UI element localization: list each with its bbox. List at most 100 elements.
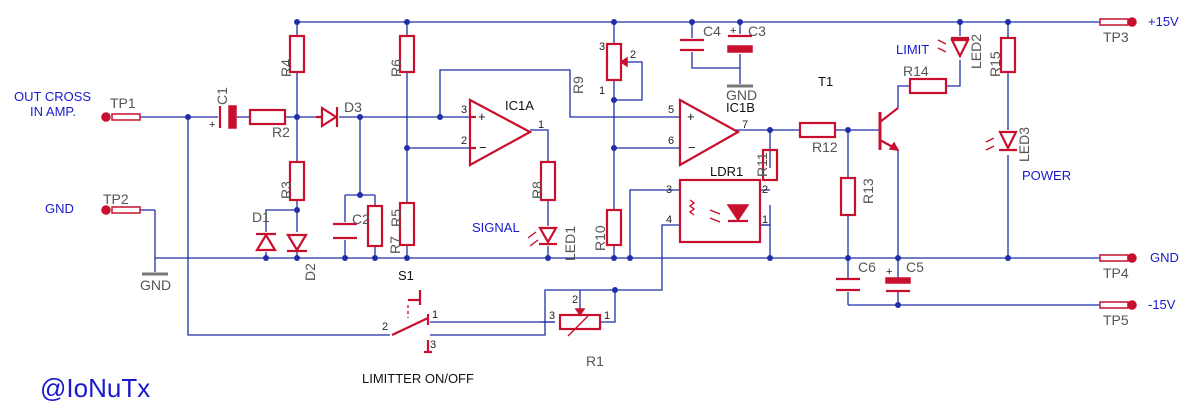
resistor-r14: R14 [903, 63, 948, 95]
svg-text:R8: R8 [529, 181, 545, 199]
diode-d1: D1 [252, 209, 277, 252]
svg-text:C6: C6 [858, 259, 876, 275]
testpoint-tp3: TP3 [1099, 17, 1137, 45]
svg-text:3: 3 [549, 310, 555, 322]
svg-text:LED3: LED3 [1016, 127, 1032, 162]
svg-text:IC1A: IC1A [505, 98, 534, 113]
resistor-r10: R10 [592, 208, 623, 251]
switch-s1: 1 2 3 S1 [382, 268, 438, 354]
svg-text:4: 4 [666, 214, 672, 226]
resistor-r4: R4 [278, 34, 306, 77]
svg-text:3: 3 [430, 339, 436, 351]
capacitor-c6: C6 [836, 259, 876, 292]
potentiometer-r1: 3 2 1 R1 [549, 294, 610, 369]
svg-text:R9: R9 [570, 76, 586, 94]
ground-symbol-left: GND [140, 210, 171, 293]
caption-signal: SIGNAL [472, 220, 520, 235]
resistor-r11: R11 [754, 148, 779, 182]
testpoint-tp5: TP5 [1099, 300, 1137, 328]
svg-text:5: 5 [668, 104, 674, 116]
caption-input-line2: IN AMP. [30, 104, 76, 119]
credit-label: @IoNuTx [40, 373, 150, 403]
net-label-gnd: GND [1150, 250, 1179, 265]
net-label-neg: -15V [1148, 297, 1176, 312]
svg-text:TP2: TP2 [103, 191, 129, 207]
svg-text:+: + [209, 119, 215, 131]
testpoint-tp1: TP1 [101, 95, 141, 122]
testpoint-tp2: TP2 [101, 191, 155, 215]
svg-text:GND: GND [140, 277, 171, 293]
svg-text:+: + [886, 266, 892, 278]
svg-text:R14: R14 [903, 63, 929, 79]
svg-text:TP1: TP1 [110, 95, 136, 111]
resistor-r3: R3 [278, 160, 306, 202]
diode-d2: D2 [286, 233, 318, 281]
caption-limit: LIMIT [896, 42, 929, 57]
svg-text:6: 6 [668, 135, 674, 147]
svg-text:C5: C5 [906, 259, 924, 275]
diode-d3: D3 [316, 99, 362, 129]
resistor-r15: R15 [987, 36, 1017, 77]
svg-text:R15: R15 [987, 51, 1003, 77]
svg-text:−: − [688, 140, 696, 155]
resistor-r8: R8 [529, 160, 557, 202]
svg-text:D1: D1 [252, 209, 270, 225]
svg-text:R11: R11 [754, 152, 770, 177]
svg-text:7: 7 [742, 119, 748, 131]
resistor-r13: R13 [839, 176, 876, 217]
capacitor-c4: C4 [680, 23, 721, 52]
svg-text:LED1: LED1 [562, 226, 578, 261]
svg-text:TP3: TP3 [1103, 29, 1129, 45]
junctions [185, 19, 1011, 308]
led-led1: LED1 [527, 226, 578, 261]
caption-input-line1: OUT CROSS [14, 89, 91, 104]
svg-text:TP4: TP4 [1103, 265, 1129, 281]
svg-text:R12: R12 [812, 139, 838, 155]
potentiometer-r9: 3 2 1 R9 [570, 41, 636, 97]
svg-text:+: + [478, 109, 486, 124]
svg-text:D3: D3 [344, 99, 362, 115]
svg-text:C4: C4 [703, 23, 721, 39]
resistor-r5: R5 [388, 201, 416, 247]
capacitor-c1: + C1 [209, 87, 237, 131]
svg-text:R1: R1 [586, 353, 604, 369]
svg-text:R13: R13 [860, 178, 876, 204]
svg-text:1: 1 [432, 309, 438, 321]
svg-text:2: 2 [630, 49, 636, 61]
resistor-r6: R6 [388, 34, 416, 77]
svg-text:1: 1 [538, 119, 544, 131]
svg-text:+: + [730, 25, 736, 37]
net-label-pos: +15V [1148, 14, 1179, 29]
led-led3: LED3 [985, 127, 1032, 162]
svg-text:2: 2 [382, 321, 388, 333]
svg-text:1: 1 [599, 85, 605, 97]
svg-text:R6: R6 [388, 59, 404, 77]
caption-gnd-left: GND [45, 201, 74, 216]
svg-text:C3: C3 [748, 23, 766, 39]
svg-text:R2: R2 [272, 124, 290, 140]
capacitor-c3: + C3 [727, 23, 766, 53]
svg-text:3: 3 [666, 184, 672, 196]
svg-text:R10: R10 [592, 225, 608, 251]
svg-text:1: 1 [762, 214, 768, 226]
svg-text:3: 3 [599, 41, 605, 53]
svg-text:R3: R3 [278, 181, 294, 199]
testpoint-tp4: TP4 [1099, 253, 1137, 281]
svg-text:+: + [687, 109, 695, 124]
caption-power: POWER [1022, 168, 1071, 183]
svg-text:3: 3 [461, 104, 467, 116]
resistor-r2: R2 [248, 108, 290, 140]
svg-text:LED2: LED2 [968, 34, 984, 69]
svg-text:IC1B: IC1B [726, 100, 755, 115]
capacitor-c2: C2 [333, 211, 370, 240]
caption-switch: LIMITTER ON/OFF [362, 371, 474, 386]
optocoupler-ldr1: 3 4 2 1 LDR1 [666, 164, 768, 244]
led-led2: LED2 [937, 34, 984, 69]
transistor-t1: T1 [818, 74, 900, 151]
svg-text:−: − [479, 140, 487, 155]
svg-text:S1: S1 [398, 268, 414, 283]
svg-text:D2: D2 [302, 263, 318, 281]
resistor-r12: R12 [798, 121, 838, 155]
svg-text:1: 1 [604, 310, 610, 322]
svg-text:T1: T1 [818, 74, 833, 89]
